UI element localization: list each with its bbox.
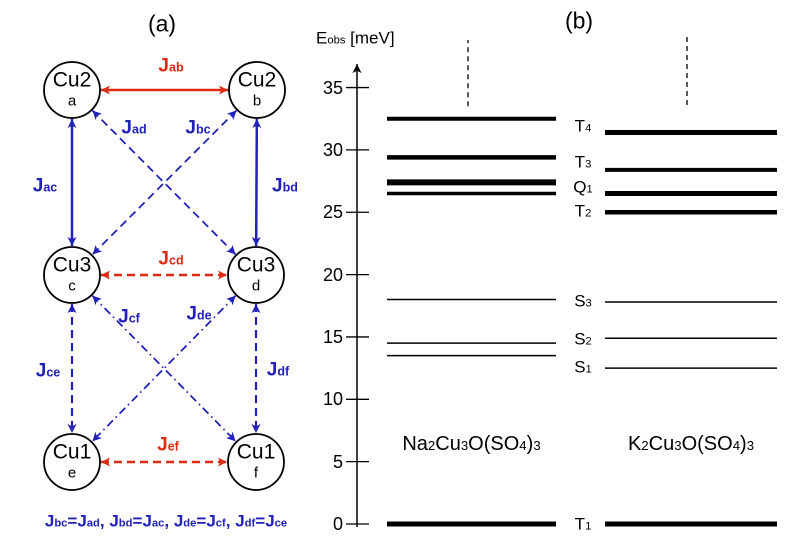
node-label-f: Cu1 xyxy=(236,440,276,464)
edge-label-Jef: Jef xyxy=(157,434,179,456)
tick-label-0: 0 xyxy=(332,514,343,534)
edge-bc-arrow xyxy=(91,109,238,256)
row-label-q1: Q1 xyxy=(573,177,593,197)
row-label-t1: T1 xyxy=(574,514,592,534)
edge-label-Jcd: Jcd xyxy=(158,248,184,270)
node-cu3-c xyxy=(43,246,101,304)
node-cu2-b xyxy=(228,61,286,119)
row-label-s1: S1 xyxy=(574,357,592,377)
edge-label-Jab: Jab xyxy=(158,55,184,77)
edge-label-Jcf: Jcf xyxy=(118,306,140,328)
tick-label-25: 25 xyxy=(322,202,343,223)
tick-label-15: 15 xyxy=(322,326,343,347)
energy-level-chart xyxy=(346,35,777,527)
node-cu3-d xyxy=(227,246,285,304)
row-label-t3: T3 xyxy=(574,152,592,172)
edge-label-Jad: Jad xyxy=(121,117,147,139)
row-label-s3: S3 xyxy=(574,291,592,311)
node-sublabel-a: a xyxy=(67,92,77,110)
edge-label-Jdf: Jdf xyxy=(266,359,290,381)
node-cu1-e xyxy=(43,433,101,491)
tick-label-20: 20 xyxy=(322,264,343,285)
node-sublabel-c: c xyxy=(68,277,76,295)
tick-label-5: 5 xyxy=(332,451,343,472)
coupling-equalities-caption: Jbc=Jad, Jbd=Jac, Jde=Jcf, Jdf=Jce xyxy=(44,511,288,531)
formula-k2cu3oso43: K2Cu3O(SO4)3 xyxy=(627,433,755,455)
node-label-c: Cu3 xyxy=(52,253,92,277)
row-label-t2: T2 xyxy=(574,201,592,221)
edge-label-Jac: Jac xyxy=(32,175,58,197)
node-label-e: Cu1 xyxy=(52,440,92,464)
node-label-b: Cu2 xyxy=(237,68,277,92)
node-sublabel-f: f xyxy=(253,464,259,482)
edge-bd-arrow xyxy=(251,118,262,247)
edge-de-arrow xyxy=(91,295,237,442)
node-sublabel-d: d xyxy=(251,277,261,295)
tick-label-35: 35 xyxy=(322,77,343,98)
edge-label-Jbc: Jbc xyxy=(185,117,211,139)
formula-na2cu3oso43: Na2Cu3O(SO4)3 xyxy=(402,433,541,455)
node-cu1-f xyxy=(227,433,285,491)
node-cu2-a xyxy=(43,61,101,119)
coupling-diagram xyxy=(43,61,286,491)
edge-label-Jce: Jce xyxy=(35,360,61,382)
edge-label-Jbd: Jbd xyxy=(272,175,298,197)
row-label-s2: S2 xyxy=(574,329,592,349)
node-sublabel-e: e xyxy=(67,464,77,482)
edge-label-Jde: Jde xyxy=(186,303,212,325)
tick-label-30: 30 xyxy=(322,139,343,160)
y-axis-label: Eobs [meV] xyxy=(316,28,395,48)
node-label-d: Cu3 xyxy=(236,253,276,277)
node-sublabel-b: b xyxy=(252,92,262,110)
panel-a-title: (a) xyxy=(147,10,177,37)
panel-b-title: (b) xyxy=(564,7,594,34)
node-label-a: Cu2 xyxy=(52,68,92,92)
tick-label-10: 10 xyxy=(322,389,343,410)
row-label-t4: T4 xyxy=(574,116,592,136)
